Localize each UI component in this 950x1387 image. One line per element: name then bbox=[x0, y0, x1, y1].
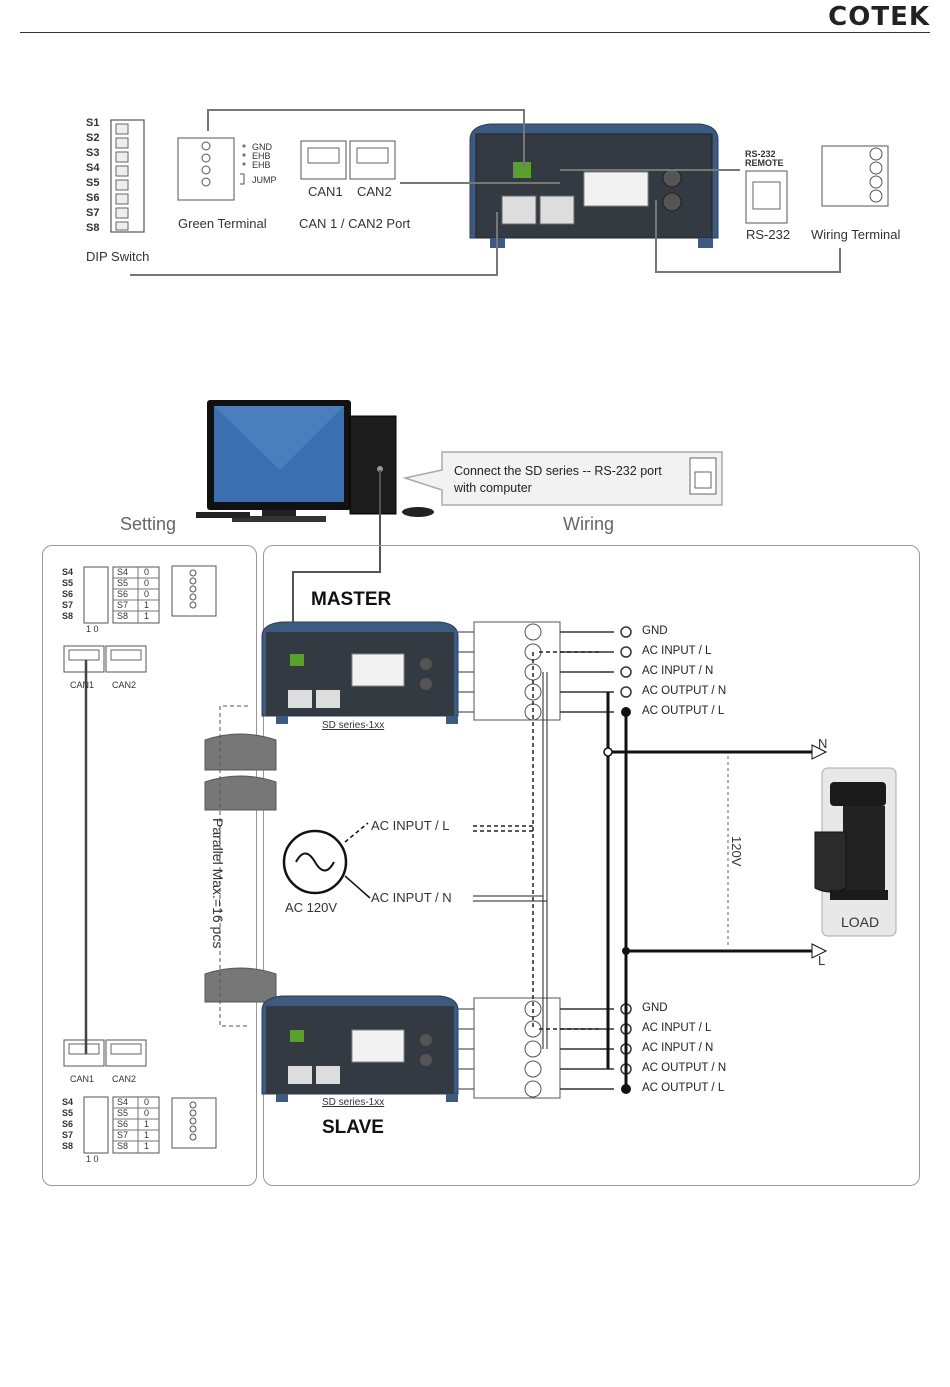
dip-switch-caption: DIP Switch bbox=[86, 249, 150, 264]
slave-sw-s7: S7 bbox=[62, 1130, 74, 1140]
master-title: MASTER bbox=[311, 589, 392, 610]
master-sw-s4: S4 bbox=[62, 567, 74, 577]
source-voltage-label: AC 120V bbox=[285, 900, 338, 915]
dip-label-s3: S3 bbox=[86, 147, 100, 159]
master-val-s7: 1 bbox=[144, 600, 150, 610]
master-terminal-ac-output-n: AC OUTPUT / N bbox=[642, 685, 727, 697]
dip-label-s7: S7 bbox=[86, 207, 100, 219]
dip-label-s2: S2 bbox=[86, 132, 100, 144]
master-can2-label: CAN2 bbox=[112, 680, 137, 690]
slave-sw-s4: S4 bbox=[62, 1097, 74, 1107]
master-table-names: S4 S5 S6 S7 S8 bbox=[117, 567, 128, 622]
master-terminal-ac-input-l: AC INPUT / L bbox=[642, 645, 712, 657]
green-pin-gnd: GND bbox=[252, 142, 272, 152]
slave-val-s5: 0 bbox=[144, 1108, 150, 1118]
slave-row-s4: S4 bbox=[117, 1097, 129, 1107]
master-val-s4: 0 bbox=[144, 567, 150, 577]
slave-sw-s8: S8 bbox=[62, 1141, 74, 1151]
slave-row-s6: S6 bbox=[117, 1119, 129, 1129]
dip-label-s4: S4 bbox=[86, 162, 100, 174]
master-model: SD series-1xx bbox=[322, 720, 385, 731]
slave-val-s6: 1 bbox=[144, 1119, 150, 1129]
callout-line2: with computer bbox=[454, 481, 532, 495]
parallel-max-label: Parallel Max.=16 pcs bbox=[210, 818, 226, 949]
slave-model: SD series-1xx bbox=[322, 1097, 385, 1108]
slave-val-s4: 0 bbox=[144, 1097, 150, 1107]
header-divider bbox=[20, 32, 930, 33]
setting-panel bbox=[42, 545, 257, 1186]
slave-sw-s6: S6 bbox=[62, 1119, 74, 1129]
callout-line1: Connect the SD series -- RS-232 port bbox=[454, 464, 662, 478]
master-sw-s5: S5 bbox=[62, 578, 74, 588]
master-scale: 1 0 bbox=[86, 624, 99, 634]
slave-can2-label: CAN2 bbox=[112, 1074, 137, 1084]
slave-scale: 1 0 bbox=[86, 1154, 99, 1164]
slave-table-values: 0 0 1 1 1 bbox=[144, 1097, 149, 1152]
master-row-s8: S8 bbox=[117, 611, 129, 621]
slave-terminal-ac-output-l: AC OUTPUT / L bbox=[642, 1082, 725, 1094]
master-val-s5: 0 bbox=[144, 578, 150, 588]
master-val-s8: 1 bbox=[144, 611, 150, 621]
callout-text: Connect the SD series -- RS-232 port wit… bbox=[454, 463, 662, 497]
brand-logo: COTEK bbox=[828, 2, 930, 32]
slave-switch-names: S4 S5 S6 S7 S8 bbox=[62, 1097, 73, 1152]
slave-row-s8: S8 bbox=[117, 1141, 129, 1151]
dip-label-s8: S8 bbox=[86, 222, 100, 234]
slave-row-s7: S7 bbox=[117, 1130, 129, 1140]
load-label: LOAD bbox=[841, 914, 880, 930]
slave-terminal-gnd: GND bbox=[642, 1002, 668, 1014]
master-can1-label: CAN1 bbox=[70, 680, 95, 690]
master-row-s6: S6 bbox=[117, 589, 129, 599]
master-table-values: 0 0 0 1 1 bbox=[144, 567, 149, 622]
master-row-s7: S7 bbox=[117, 600, 129, 610]
master-row-s5: S5 bbox=[117, 578, 129, 588]
master-sw-s7: S7 bbox=[62, 600, 74, 610]
slave-can1-label: CAN1 bbox=[70, 1074, 95, 1084]
slave-val-s8: 1 bbox=[144, 1141, 150, 1151]
wiring-terminal-caption: Wiring Terminal bbox=[811, 227, 901, 242]
source-input-n: AC INPUT / N bbox=[371, 890, 452, 905]
rs232-remote-label: RS-232 REMOTE bbox=[745, 149, 784, 168]
master-terminal-ac-input-n: AC INPUT / N bbox=[642, 665, 714, 677]
rs232-caption: RS-232 bbox=[746, 227, 791, 242]
slave-terminal-ac-input-n: AC INPUT / N bbox=[642, 1042, 714, 1054]
dip-switch-labels: S1 S2 S3 S4 S5 S6 S7 S8 bbox=[86, 116, 99, 236]
master-sw-s6: S6 bbox=[62, 589, 74, 599]
setting-heading: Setting bbox=[120, 514, 177, 534]
green-pin-ehb2: EHB bbox=[252, 160, 271, 170]
dip-label-s5: S5 bbox=[86, 177, 100, 189]
master-terminal-gnd: GND bbox=[642, 625, 668, 637]
wiring-panel bbox=[263, 545, 920, 1186]
green-pin-ehb1: EHB bbox=[252, 151, 271, 161]
slave-val-s7: 1 bbox=[144, 1130, 150, 1140]
slave-row-s5: S5 bbox=[117, 1108, 129, 1118]
slave-title: SLAVE bbox=[322, 1117, 384, 1138]
master-switch-names: S4 S5 S6 S7 S8 bbox=[62, 567, 73, 622]
master-row-s4: S4 bbox=[117, 567, 129, 577]
output-n-label: N bbox=[818, 736, 828, 751]
slave-terminal-ac-output-n: AC OUTPUT / N bbox=[642, 1062, 727, 1074]
can-port-caption: CAN 1 / CAN2 Port bbox=[299, 216, 411, 231]
output-l-label: L bbox=[818, 953, 826, 968]
master-val-s6: 0 bbox=[144, 589, 150, 599]
master-sw-s8: S8 bbox=[62, 611, 74, 621]
source-input-l: AC INPUT / L bbox=[371, 818, 450, 833]
dip-label-s1: S1 bbox=[86, 117, 100, 129]
output-voltage-label: 120V bbox=[729, 836, 744, 867]
green-pin-jump: JUMP bbox=[252, 175, 277, 185]
slave-sw-s5: S5 bbox=[62, 1108, 74, 1118]
master-terminal-ac-output-l: AC OUTPUT / L bbox=[642, 705, 725, 717]
top-can2-label: CAN2 bbox=[357, 184, 392, 199]
green-terminal-caption: Green Terminal bbox=[178, 216, 267, 231]
wiring-heading: Wiring bbox=[563, 514, 615, 534]
slave-table-names: S4 S5 S6 S7 S8 bbox=[117, 1097, 128, 1152]
dip-label-s6: S6 bbox=[86, 192, 100, 204]
top-can1-label: CAN1 bbox=[308, 184, 343, 199]
slave-terminal-ac-input-l: AC INPUT / L bbox=[642, 1022, 712, 1034]
